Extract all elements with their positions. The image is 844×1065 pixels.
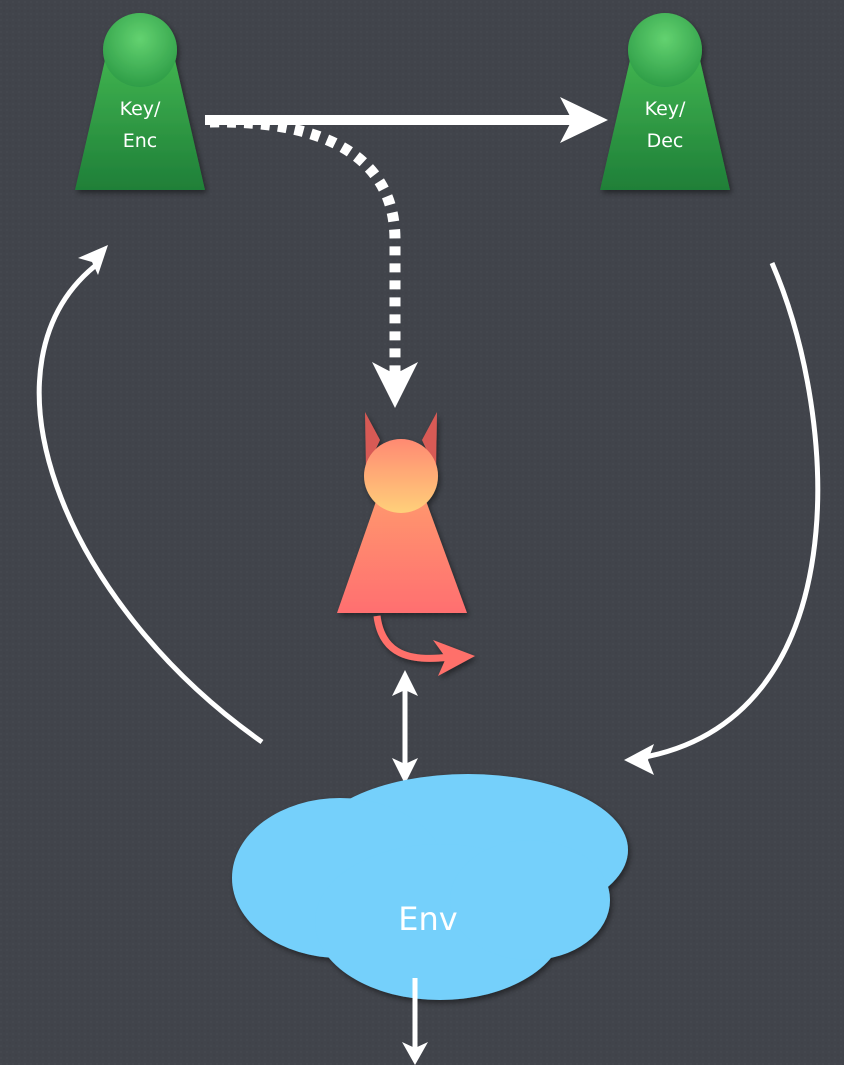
decoder-label-line1: Key/ bbox=[645, 98, 686, 120]
arrow-env-to-enc bbox=[36, 245, 264, 745]
encoder-body bbox=[75, 60, 205, 190]
environment-cloud: Env bbox=[232, 774, 628, 1000]
adversary-right-horn bbox=[422, 412, 437, 470]
environment-label: Env bbox=[398, 900, 457, 938]
adversary-figure bbox=[337, 412, 475, 676]
adversary-body bbox=[337, 490, 467, 613]
arrow-adversary-env-bidirectional bbox=[392, 670, 418, 784]
encoder-label-line2: Enc bbox=[123, 130, 158, 152]
decoder-label-line2: Dec bbox=[647, 130, 684, 152]
decoder-body bbox=[600, 60, 730, 190]
adversary-tail-tip bbox=[433, 640, 475, 676]
encoder-party: Key/ Enc bbox=[75, 13, 205, 190]
arrow-env-output bbox=[402, 978, 428, 1065]
arrow-dec-to-env bbox=[624, 262, 821, 775]
adversary-head bbox=[364, 439, 438, 513]
encoder-head bbox=[103, 13, 177, 87]
arrow-leak-to-adversary bbox=[209, 116, 418, 408]
decoder-party: Key/ Dec bbox=[600, 13, 730, 190]
adversary-tail bbox=[373, 615, 451, 662]
decoder-head bbox=[628, 13, 702, 87]
adversary-left-horn bbox=[365, 412, 380, 470]
encoder-label-line1: Key/ bbox=[120, 98, 161, 120]
